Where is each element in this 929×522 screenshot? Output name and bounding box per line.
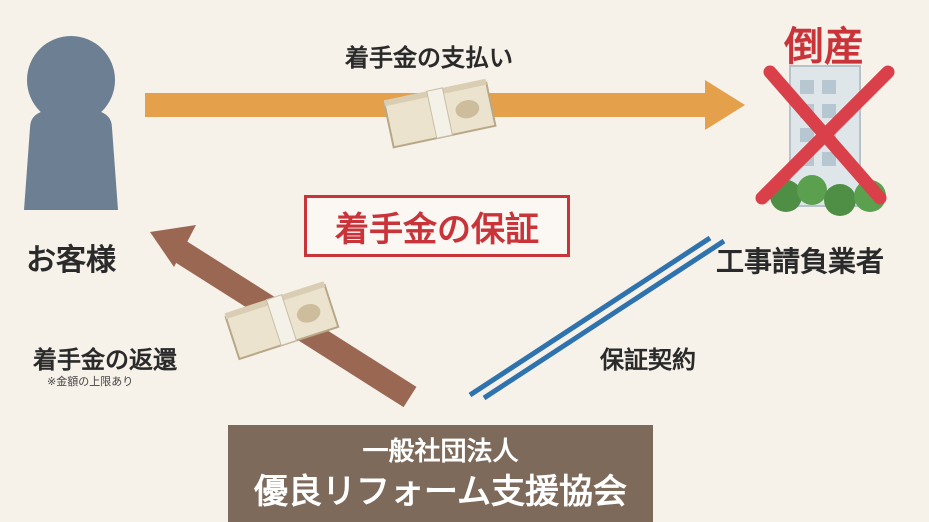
guarantee-contract-line <box>468 235 726 401</box>
association-subtitle: 一般社団法人 <box>362 436 519 467</box>
guarantee-box: 着手金の保証 <box>304 195 570 257</box>
refund-label: 着手金の返還 <box>33 346 177 374</box>
payment-label: 着手金の支払い <box>345 44 513 72</box>
guarantee-contract-label: 保証契約 <box>600 346 696 374</box>
person-icon <box>24 36 118 210</box>
bankruptcy-label: 倒産 <box>784 24 864 70</box>
association-box: 一般社団法人 優良リフォーム支援協会 <box>228 425 653 522</box>
guarantee-title: 着手金の保証 <box>335 209 539 250</box>
red-x-icon <box>755 65 895 205</box>
association-name: 優良リフォーム支援協会 <box>254 471 627 512</box>
refund-note: ※金額の上限あり <box>47 375 134 388</box>
banknote-bundle-icon <box>383 78 497 149</box>
customer-label: お客様 <box>26 243 116 278</box>
banknote-bundle-icon <box>224 281 340 361</box>
contractor-label: 工事請負業者 <box>716 245 885 278</box>
